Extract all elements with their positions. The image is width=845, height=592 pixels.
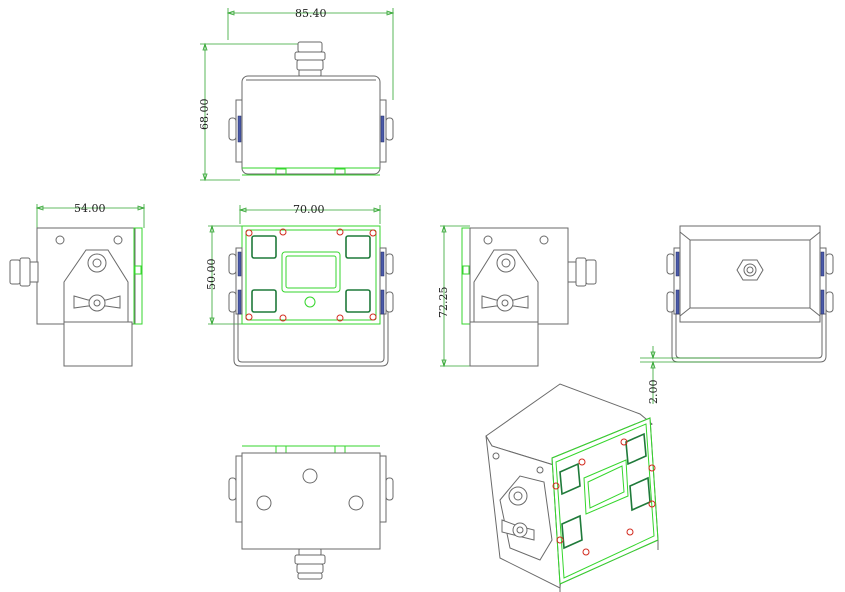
dim-label-top-width: 85.40	[295, 7, 327, 20]
dim-label-side-height: 72.25	[437, 287, 450, 319]
dimension-front-height: 50.00	[205, 224, 244, 326]
top-view: 85.40 68.00	[198, 7, 395, 182]
dim-label-front-width: 70.00	[293, 203, 325, 216]
dim-label-side-width: 54.00	[74, 202, 106, 215]
front-body	[241, 225, 381, 325]
back-view: 2.00	[640, 225, 834, 404]
dim-label-top-height: 68.00	[198, 99, 211, 131]
dimension-side-width: 54.00	[35, 202, 146, 228]
front-view: 70.00 50.00	[205, 203, 394, 367]
bottom-body	[241, 452, 381, 550]
dimension-top-height: 68.00	[198, 42, 300, 182]
dimension-back-offset: 2.00	[640, 346, 720, 404]
left-side-view: 54.00	[9, 202, 146, 367]
top-body	[241, 75, 381, 175]
dim-label-front-height: 50.00	[205, 259, 218, 291]
bottom-view	[228, 445, 394, 580]
dimension-front-width: 70.00	[238, 203, 382, 224]
dimension-side-height: 72.25	[437, 224, 470, 368]
cable-gland-top	[294, 41, 326, 77]
right-side-view: 72.25	[437, 224, 597, 368]
isometric-view	[485, 383, 659, 592]
dimension-top-width: 85.40	[226, 7, 395, 100]
dim-label-back-offset: 2.00	[647, 380, 660, 405]
